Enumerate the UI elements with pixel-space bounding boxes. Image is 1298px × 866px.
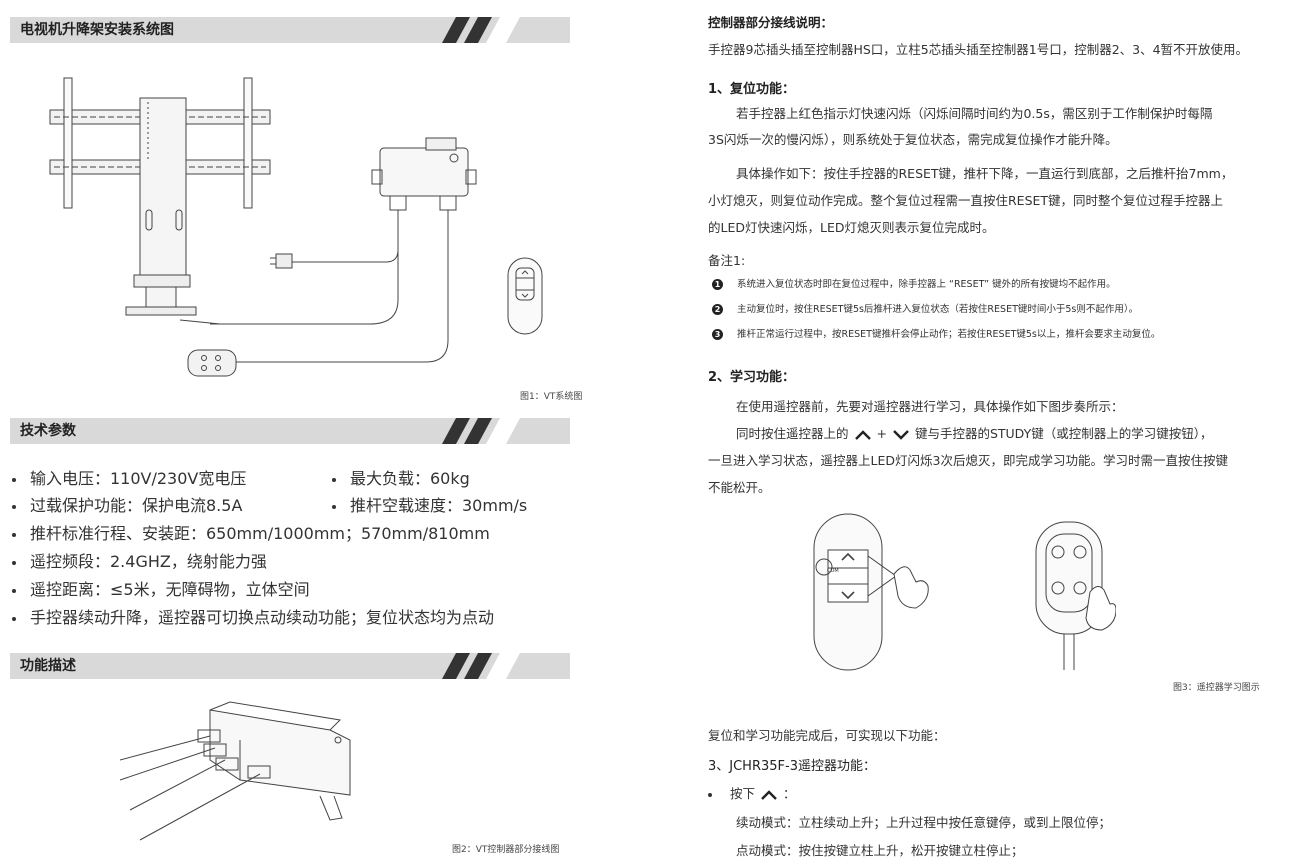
figure1-caption: 图1：VT系统图 — [520, 392, 583, 402]
remote-com-label: COM — [827, 568, 839, 574]
reset-title: 1、复位功能： — [708, 82, 796, 97]
reset-paragraph-line: 具体操作如下：按住手控器的RESET键，推杆下降，一直运行到底部，之后推杆抬7m… — [736, 166, 1234, 181]
reset-paragraph-line: 小灯熄灭，则复位动作完成。整个复位过程需一直按住RESET键，同时整个复位过程手… — [708, 193, 1224, 208]
controller-wiring-figure — [120, 701, 351, 841]
figure2-caption: 图2：VT控制器部分接线图 — [452, 845, 560, 855]
stripes-decoration — [442, 418, 520, 444]
section-title: 功能描述 — [20, 658, 76, 674]
after-text: 复位和学习功能完成后，可实现以下功能： — [708, 728, 946, 743]
number-badge: 2 — [712, 304, 723, 315]
spec-item: 输入电压：110V/230V宽电压 — [12, 465, 246, 489]
bullet-icon — [12, 477, 16, 482]
remote-learning-figure — [813, 513, 1116, 671]
mode-continuous: 续动模式：立柱续动上升；上升过程中按任意键停，或到上限位停； — [736, 815, 1112, 830]
chevron-up-icon — [761, 789, 777, 800]
study-paragraph-line: 在使用遥控器前，先要对遥控器进行学习，具体操作如下图步奏所示： — [736, 399, 1124, 414]
study-paragraph-line: 一旦进入学习状态，遥控器上LED灯闪烁3次后熄灭，即完成学习功能。学习时需一直按… — [708, 453, 1228, 468]
study-title: 2、学习功能： — [708, 370, 796, 385]
reset-paragraph-line: 的LED灯快速闪烁，LED灯熄灭则表示复位完成时。 — [708, 220, 995, 235]
section-header-system-diagram: 电视机升降架安装系统图 — [10, 17, 570, 43]
bullet-icon — [12, 504, 16, 509]
spec-item: 推杆空载速度：30mm/s — [332, 492, 527, 516]
wiring-title: 控制器部分接线说明： — [708, 15, 834, 30]
reset-paragraph-line: 若手控器上红色指示灯快速闪烁（闪烁间隔时间约为0.5s，需区别于工作制保护时每隔 — [736, 106, 1213, 121]
number-badge: 3 — [712, 329, 723, 340]
spec-item: 推杆标准行程、安装距：650mm/1000mm；570mm/810mm — [12, 520, 490, 544]
bullet-icon — [708, 792, 712, 797]
system-diagram-figure — [49, 77, 543, 377]
spec-item: 遥控距离：≤5米，无障碍物，立体空间 — [12, 576, 310, 600]
bullet-icon — [332, 477, 336, 482]
mode-momentary: 点动模式：按住按键立柱上升，松开按键立柱停止； — [736, 843, 1024, 858]
study-paragraph-line: 不能松开。 — [708, 480, 771, 495]
spec-item: 遥控频段：2.4GHZ，绕射能力强 — [12, 548, 267, 572]
study-paragraph-line: 同时按住遥控器上的 + 键与手控器的STUDY键（或控制器上的学习键按钮）， — [736, 426, 1213, 441]
section-header-tech-params: 技术参数 — [10, 418, 570, 444]
bullet-icon — [12, 588, 16, 593]
stripes-decoration — [442, 653, 520, 679]
figure3-caption: 图3：遥控器学习图示 — [1173, 683, 1260, 693]
section-title: 电视机升降架安装系统图 — [20, 22, 174, 38]
bullet-icon — [12, 560, 16, 565]
chevron-up-icon — [854, 429, 871, 440]
note-title: 备注1: — [708, 253, 746, 268]
section-header-function: 功能描述 — [10, 653, 570, 679]
stripes-decoration — [442, 17, 520, 43]
remote-title: 3、JCHR35F-3遥控器功能： — [708, 759, 876, 774]
section-title: 技术参数 — [20, 423, 76, 439]
spec-item: 手控器续动升降，遥控器可切换点动续动功能；复位状态均为点动 — [12, 604, 494, 628]
reset-paragraph-line: 3S闪烁一次的慢闪烁），则系统处于复位状态，需完成复位操作才能升降。 — [708, 132, 1118, 147]
number-badge: 1 — [712, 279, 723, 290]
chevron-down-icon — [893, 429, 909, 440]
spec-item: 过载保护功能：保护电流8.5A — [12, 492, 242, 516]
bullet-icon — [332, 504, 336, 509]
wiring-text: 手控器9芯插头插至控制器HS口，立柱5芯插头插至控制器1号口，控制器2、3、4暂… — [708, 42, 1249, 57]
press-up-line: 按下 ： — [708, 783, 795, 802]
spec-item: 最大负载：60kg — [332, 465, 470, 489]
bullet-icon — [12, 532, 16, 537]
bullet-icon — [12, 616, 16, 621]
